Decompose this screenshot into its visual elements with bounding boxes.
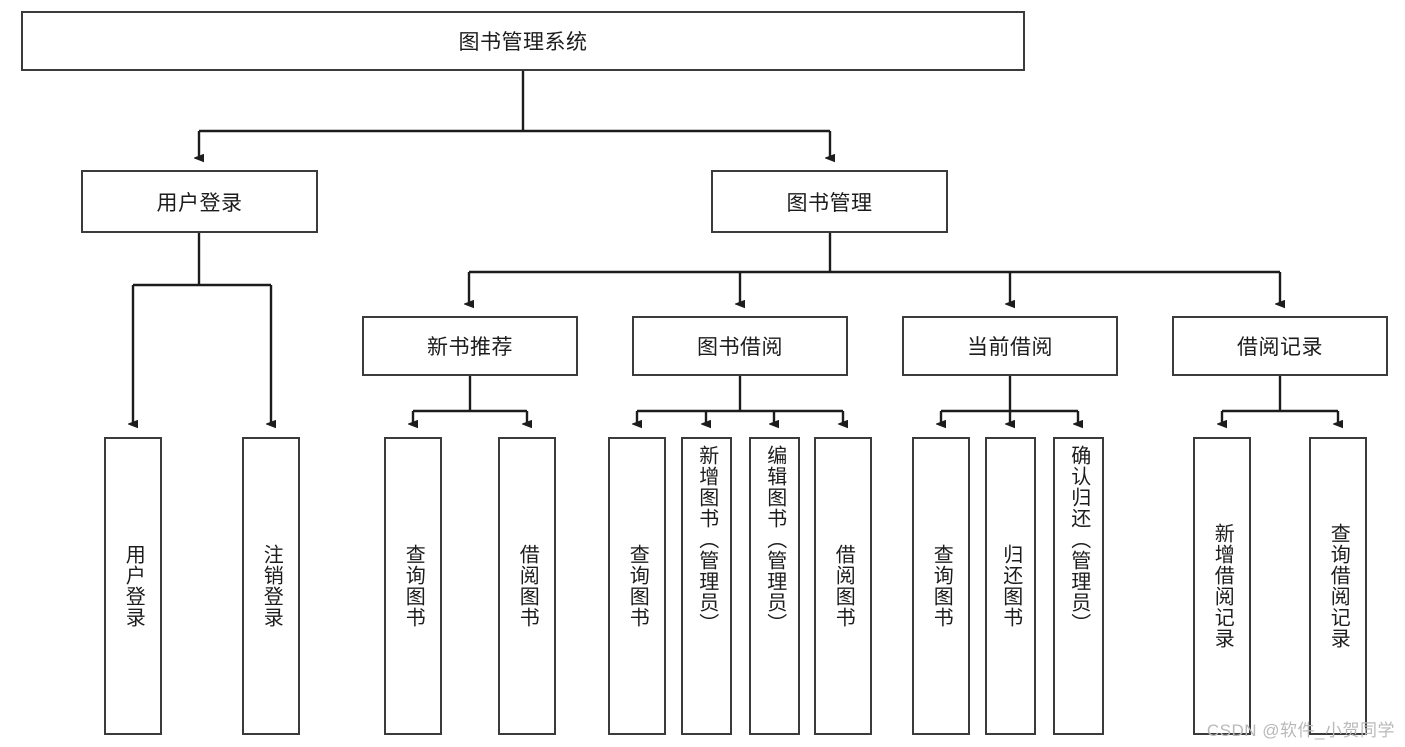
leaf-book-borrow-borrow[interactable]: 借阅图书 (814, 437, 872, 735)
node-label: 图书借阅 (697, 336, 783, 359)
watermark-text: CSDN @软件_小贺同学 (1206, 721, 1395, 740)
leaf-label: 归还图书 (999, 544, 1022, 628)
leaf-current-borrow-confirm-return[interactable]: 确认归还（管理员） (1053, 437, 1104, 735)
leaf-label: 查询图书 (930, 544, 953, 628)
leaf-label: 借阅图书 (832, 544, 855, 628)
leaf-borrow-record-add[interactable]: 新增借阅记录 (1193, 437, 1251, 735)
leaf-label: 注销登录 (260, 544, 283, 628)
leaf-book-borrow-query[interactable]: 查询图书 (608, 437, 666, 735)
leaf-borrow-record-query[interactable]: 查询借阅记录 (1309, 437, 1367, 735)
node-label: 用户登录 (156, 191, 243, 215)
leaf-label: 查询图书 (402, 544, 425, 628)
node-label: 新书推荐 (427, 336, 513, 359)
leaf-book-borrow-edit[interactable]: 编辑图书（管理员） (749, 437, 800, 735)
leaf-book-borrow-add[interactable]: 新增图书（管理员） (681, 437, 732, 735)
leaf-user-login-login[interactable]: 用户登录 (104, 437, 162, 735)
leaf-label: 查询借阅记录 (1327, 523, 1350, 649)
node-book-management[interactable]: 图书管理 (711, 170, 948, 233)
leaf-label: 借阅图书 (516, 544, 539, 628)
leaf-label: 编辑图书（管理员） (763, 445, 786, 634)
node-label: 图书管理 (786, 191, 873, 215)
node-book-borrow[interactable]: 图书借阅 (632, 316, 848, 376)
node-label: 图书管理系统 (458, 31, 588, 54)
node-label: 借阅记录 (1237, 336, 1323, 359)
node-new-book-recommend[interactable]: 新书推荐 (362, 316, 578, 376)
leaf-label: 查询图书 (626, 544, 649, 628)
node-label: 当前借阅 (967, 336, 1053, 359)
leaf-label: 用户登录 (122, 544, 145, 628)
leaf-current-borrow-return[interactable]: 归还图书 (985, 437, 1036, 735)
leaf-label: 新增借阅记录 (1211, 523, 1234, 649)
leaf-user-login-logout[interactable]: 注销登录 (242, 437, 300, 735)
leaf-new-book-borrow[interactable]: 借阅图书 (498, 437, 556, 735)
leaf-new-book-query[interactable]: 查询图书 (384, 437, 442, 735)
leaf-label: 新增图书（管理员） (695, 445, 718, 634)
node-borrow-records[interactable]: 借阅记录 (1172, 316, 1388, 376)
leaf-label: 确认归还（管理员） (1067, 445, 1090, 634)
node-root-system[interactable]: 图书管理系统 (21, 11, 1025, 71)
node-current-borrow[interactable]: 当前借阅 (902, 316, 1118, 376)
node-user-login[interactable]: 用户登录 (81, 170, 318, 233)
leaf-current-borrow-query[interactable]: 查询图书 (912, 437, 970, 735)
